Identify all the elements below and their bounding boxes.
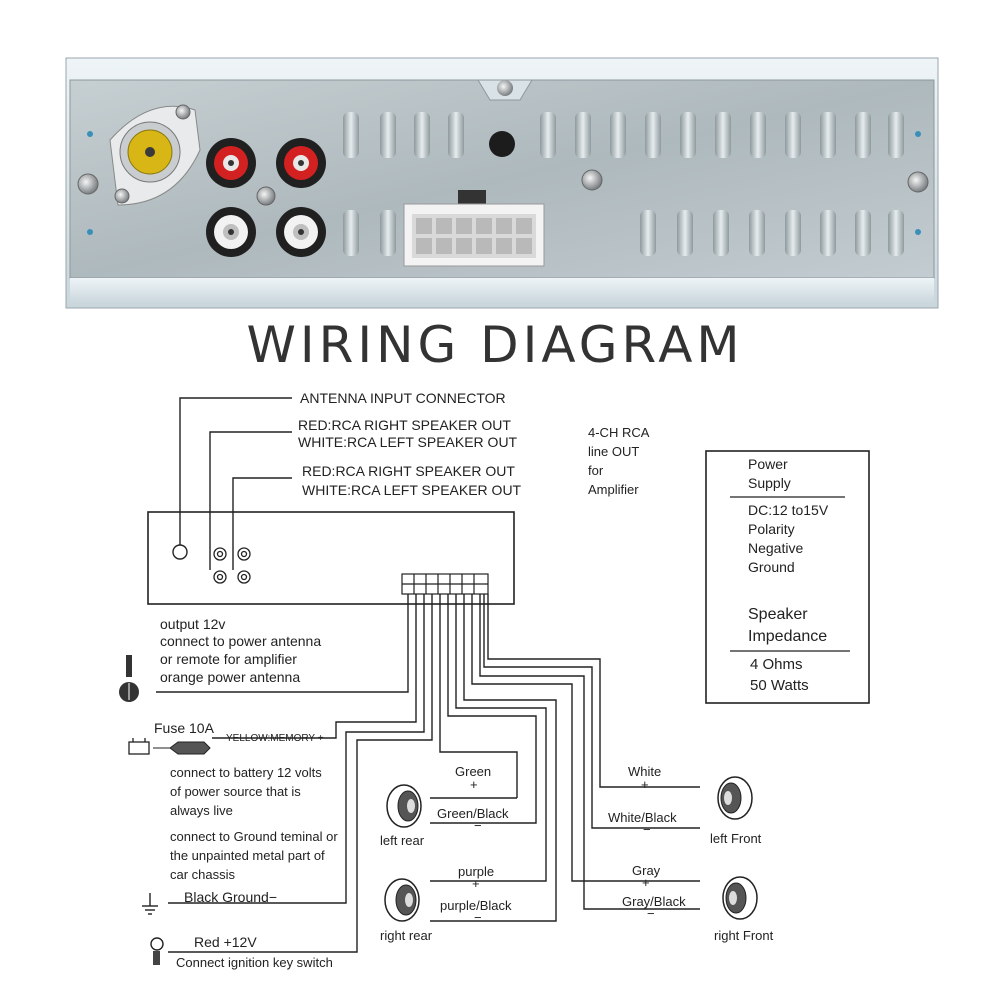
power-antenna-line4: orange power antenna	[160, 669, 300, 685]
left-rear-neg-label: Green/Black	[437, 806, 509, 821]
battery-line2: of power source that is	[170, 784, 301, 799]
spec-power: Power	[748, 456, 788, 472]
power-antenna-line1: output 12v	[160, 616, 225, 632]
left-front-label: left Front	[710, 831, 762, 846]
spec-ohms: 4 Ohms	[750, 656, 803, 673]
left-front-pos-label: White	[628, 764, 661, 779]
spec-voltage: DC:12 to15V	[748, 502, 829, 518]
rca1-red-label: RED:RCA RIGHT SPEAKER OUT	[298, 417, 511, 433]
battery-line3: always live	[170, 803, 233, 818]
antenna-leader-line	[179, 397, 292, 545]
left-rear-minus: −	[474, 818, 482, 833]
rca2-white-label: WHITE:RCA LEFT SPEAKER OUT	[302, 482, 522, 498]
memory-label: YELLOW:MEMORY +	[226, 733, 324, 744]
left-front-neg-label: White/Black	[608, 810, 677, 825]
ground-icon	[142, 893, 158, 915]
spec-watts: 50 Watts	[750, 677, 809, 694]
right-rear-minus: −	[474, 910, 482, 925]
right-rear-label: right rear	[380, 928, 433, 943]
harness-wires	[156, 594, 700, 953]
ignition-key-icon	[150, 937, 164, 965]
right-front-label: right Front	[714, 928, 774, 943]
rca2-red-label: RED:RCA RIGHT SPEAKER OUT	[302, 463, 515, 479]
spec-ground: Ground	[748, 559, 795, 575]
spec-box: Power Supply DC:12 to15V Polarity Negati…	[705, 450, 870, 704]
antenna-port-icon	[172, 544, 188, 560]
rca-note-line1: 4-CH RCA	[588, 425, 650, 440]
harness-plug-icon	[401, 573, 489, 595]
ignition-line1: Red +12V	[194, 934, 257, 950]
screw-icon	[581, 169, 603, 191]
power-antenna-line2: connect to power antenna	[160, 633, 321, 649]
rca-note-line2: line OUT	[588, 444, 639, 459]
black-ground-label: Black Ground−	[184, 889, 277, 905]
battery-line1: connect to battery 12 volts	[170, 765, 322, 780]
left-front-minus: −	[643, 822, 651, 837]
rca1-leader-line	[209, 431, 292, 570]
rca-note-line3: for	[588, 463, 604, 478]
spec-supply: Supply	[748, 475, 791, 491]
head-unit-outline	[147, 511, 515, 605]
right-front-pos-label: Gray	[632, 863, 661, 878]
left-front-plus: +	[641, 777, 649, 792]
speaker-left-front-icon	[717, 776, 753, 820]
fuse-label: Fuse 10A	[154, 720, 215, 736]
ground-note-line3: car chassis	[170, 867, 236, 882]
right-front-minus: −	[647, 906, 655, 921]
spec-impedance: Impedance	[748, 628, 827, 645]
fuse-icon	[128, 738, 211, 755]
rca2-leader-line	[232, 477, 292, 570]
right-front-neg-label: Gray/Black	[622, 894, 686, 909]
right-rear-plus: +	[472, 876, 480, 891]
ground-note-line1: connect to Ground teminal or	[170, 829, 338, 844]
left-rear-plus: +	[470, 777, 478, 792]
screw-icon	[497, 80, 513, 96]
speaker-right-rear-icon	[384, 878, 420, 922]
antenna-jack	[109, 104, 201, 206]
screw-icon	[907, 171, 929, 193]
left-rear-label: left rear	[380, 833, 425, 848]
spec-negative: Negative	[748, 540, 803, 556]
diagram-title: WIRING DIAGRAM	[246, 316, 743, 374]
left-rear-pos-label: Green	[455, 764, 491, 779]
speaker-right-front-icon	[722, 876, 758, 920]
rca-jacks	[206, 138, 326, 257]
antenna-input-label: ANTENNA INPUT CONNECTOR	[300, 390, 506, 406]
rca-ports-icon	[213, 547, 251, 584]
radio-back-panel	[65, 57, 939, 309]
rca-note-line4: Amplifier	[588, 482, 639, 497]
vent-slots-bottom	[343, 210, 904, 256]
spec-polarity: Polarity	[748, 521, 795, 537]
wiring-harness-socket	[403, 190, 545, 267]
screw-icon	[256, 186, 276, 206]
right-rear-neg-label: purple/Black	[440, 898, 512, 913]
power-antenna-icon	[119, 655, 139, 702]
ignition-line2: Connect ignition key switch	[176, 955, 333, 970]
right-rear-pos-label: purple	[458, 864, 494, 879]
rca1-white-label: WHITE:RCA LEFT SPEAKER OUT	[298, 434, 518, 450]
ground-note-line2: the unpainted metal part of	[170, 848, 325, 863]
right-front-plus: +	[642, 875, 650, 890]
mount-hole	[489, 131, 515, 157]
vent-slots-top	[343, 112, 904, 158]
power-antenna-line3: or remote for amplifier	[160, 651, 297, 667]
spec-speaker: Speaker	[748, 606, 808, 623]
speaker-left-rear-icon	[386, 784, 422, 828]
screw-icon	[77, 173, 99, 195]
